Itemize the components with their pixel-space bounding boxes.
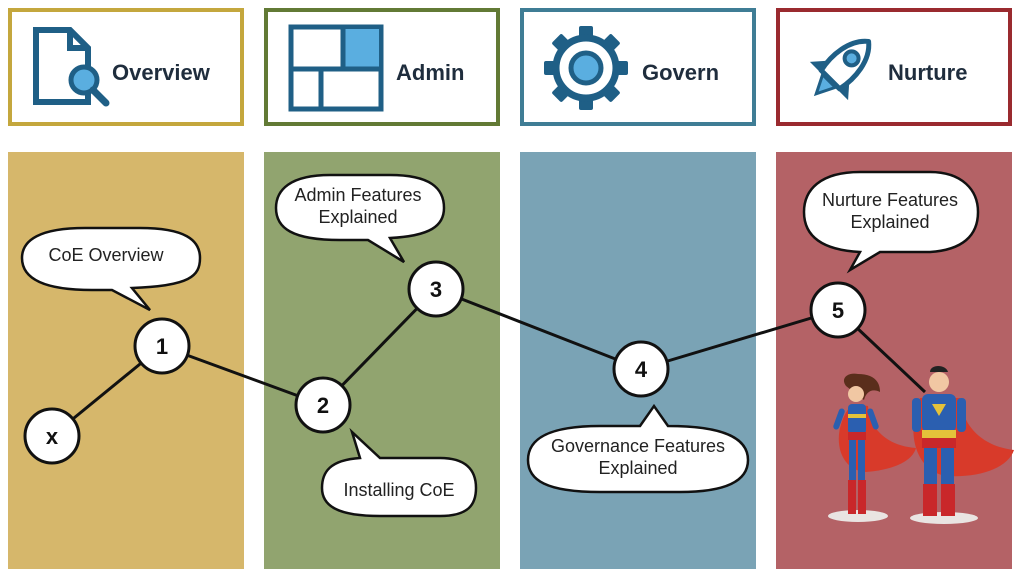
callout-text-installing-coe: Installing CoE xyxy=(343,480,454,500)
node-2: 2 xyxy=(294,376,352,434)
svg-text:5: 5 xyxy=(832,298,844,323)
svg-text:2: 2 xyxy=(317,393,329,418)
header-nurture: Nurture xyxy=(776,8,1012,126)
superheroes-illustration xyxy=(828,366,1014,524)
callout-governance-features xyxy=(526,403,750,494)
header-label-overview: Overview xyxy=(112,60,210,85)
callout-nurture-features xyxy=(802,170,980,274)
callout-installing-coe xyxy=(320,427,478,518)
callout-text-admin-features-1: Admin Features xyxy=(294,185,421,205)
callout-admin-features xyxy=(274,173,446,264)
hero-figure xyxy=(912,366,1014,516)
node-x: x xyxy=(23,407,81,465)
header-label-nurture: Nurture xyxy=(888,60,968,85)
connector-1-2 xyxy=(161,344,324,407)
svg-text:3: 3 xyxy=(430,277,442,302)
node-1: 1 xyxy=(133,317,191,375)
callout-text-coe-overview: CoE Overview xyxy=(48,245,164,265)
svg-text:x: x xyxy=(46,424,59,449)
rocket-icon xyxy=(809,38,872,101)
callout-text-governance-features-1: Governance Features xyxy=(551,436,725,456)
document-search-icon xyxy=(33,27,110,107)
svg-text:4: 4 xyxy=(635,357,648,382)
svg-text:1: 1 xyxy=(156,334,168,359)
node-3: 3 xyxy=(407,260,465,318)
header-govern: Govern xyxy=(520,8,756,126)
callout-text-governance-features-2: Explained xyxy=(598,458,677,478)
callout-text-nurture-features-2: Explained xyxy=(850,212,929,232)
node-5: 5 xyxy=(809,281,867,339)
header-label-admin: Admin xyxy=(396,60,465,85)
connector-4-5 xyxy=(640,308,839,371)
header-label-govern: Govern xyxy=(642,60,720,85)
header-overview: Overview xyxy=(8,8,244,126)
heroine-figure xyxy=(833,373,916,514)
callout-text-admin-features-2: Explained xyxy=(318,207,397,227)
layout-grid-icon xyxy=(288,24,384,112)
callout-coe-overview xyxy=(20,226,202,312)
connector-3-4 xyxy=(435,287,642,371)
node-4: 4 xyxy=(612,340,670,398)
header-admin: Admin xyxy=(264,8,500,126)
gear-icon xyxy=(544,26,628,110)
callout-text-nurture-features-1: Nurture Features xyxy=(822,190,958,210)
